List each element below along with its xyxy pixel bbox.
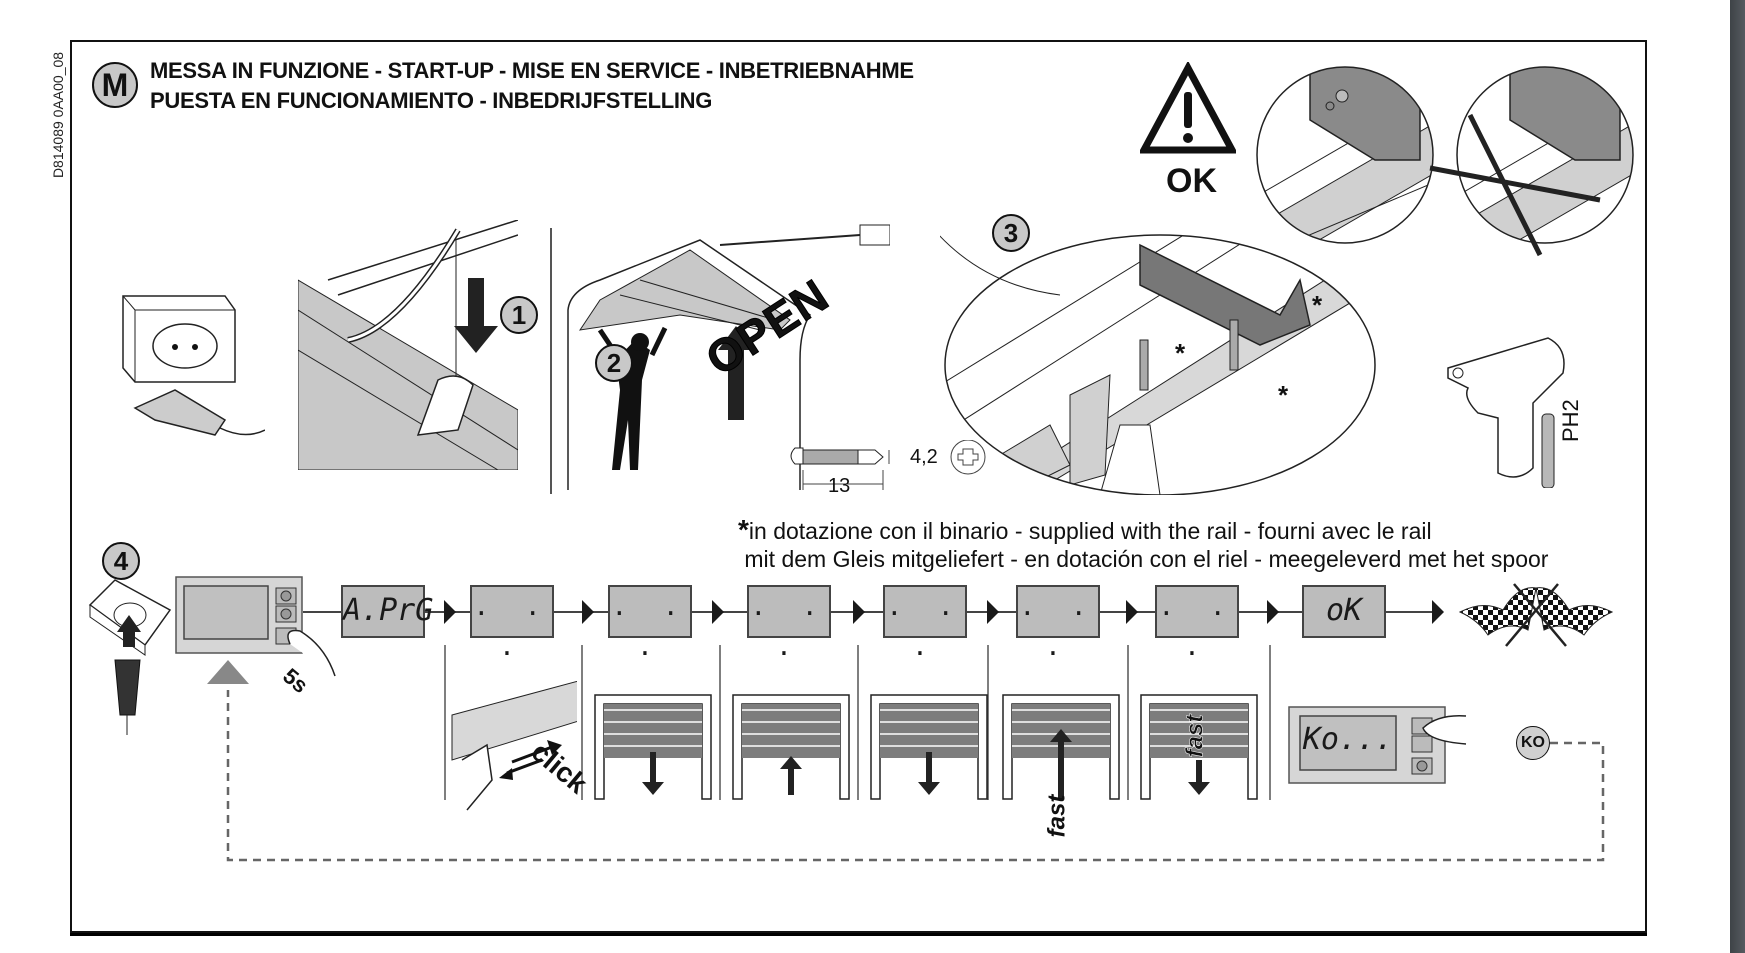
asterisk-marker: * <box>1312 290 1323 320</box>
flow-arrow <box>987 600 999 624</box>
flow-arrow <box>712 600 724 624</box>
person-lifting-door-icon <box>567 224 890 490</box>
display-step: . . . <box>470 585 554 662</box>
step-3-badge: 3 <box>992 214 1030 252</box>
asterisk-marker: * <box>1175 338 1186 368</box>
display-step: . . . <box>1155 585 1239 662</box>
note-line-1: in dotazione con il binario - supplied w… <box>748 518 1432 544</box>
display-step: . . . <box>883 585 967 662</box>
ko-badge: KO <box>1516 726 1550 760</box>
asterisk-note: *in dotazione con il binario - supplied … <box>738 514 1549 573</box>
door-close-icon <box>594 694 712 800</box>
divider <box>550 228 552 494</box>
flow-arrow <box>1126 600 1138 624</box>
control-unit-error-icon <box>1288 706 1467 784</box>
carriage-engage-icon <box>451 680 577 811</box>
return-arrow-icon <box>207 660 249 684</box>
flow-arrow <box>582 600 594 624</box>
display-step: . . . <box>747 585 831 662</box>
fast-label: fast <box>1043 794 1071 838</box>
ok-label: OK <box>1166 162 1217 200</box>
door-open-icon <box>732 694 850 800</box>
asterisk-marker: * <box>1278 380 1289 410</box>
display-ko: Ko... <box>1302 722 1394 757</box>
checkered-flags-icon <box>1458 583 1614 647</box>
section-badge: M <box>92 62 138 108</box>
release-cord-pull-icon <box>298 220 518 470</box>
door-close-fast-icon <box>1140 694 1258 800</box>
step-2-badge: 2 <box>595 344 633 382</box>
cross-out-icon <box>1429 113 1601 257</box>
title-line-2: PUESTA EN FUNCIONAMIENTO - INBEDRIJFSTEL… <box>150 88 713 113</box>
note-line-2: mit dem Gleis mitgeliefert - en dotación… <box>744 546 1549 572</box>
flow-arrow <box>444 600 456 624</box>
display-step: . . . <box>1016 585 1100 662</box>
fast-label: fast <box>1181 714 1209 758</box>
flow-arrow <box>1432 600 1444 624</box>
control-unit-icon <box>175 576 336 677</box>
scrollbar[interactable] <box>1730 0 1745 953</box>
plug-in-power-icon <box>88 579 172 735</box>
display-aprg: A.PrG <box>341 585 433 638</box>
flow-arrow <box>1267 600 1279 624</box>
step-4-badge: 4 <box>102 542 140 580</box>
title-line-1: MESSA IN FUNZIONE - START-UP - MISE EN S… <box>150 58 914 83</box>
screw-diameter: 4,2 <box>910 446 938 468</box>
flow-arrow <box>853 600 865 624</box>
rail-bracket-correct-icon <box>1256 66 1434 244</box>
display-step: . . . <box>608 585 692 662</box>
warning-triangle-icon <box>1140 62 1236 154</box>
step-1-badge: 1 <box>500 296 538 334</box>
screw-length: 13 <box>828 475 851 497</box>
page-frame <box>70 40 1647 933</box>
arrow-down-icon <box>454 278 498 353</box>
unplug-power-icon <box>122 295 265 436</box>
cordless-drill-icon <box>1447 337 1565 488</box>
screw-dimension-icon <box>790 440 986 490</box>
door-close-icon <box>870 694 988 800</box>
screw-bracket-to-rail-icon <box>940 234 1376 495</box>
page-title: MESSA IN FUNZIONE - START-UP - MISE EN S… <box>150 56 914 116</box>
rail-bracket-wrong-icon <box>1456 66 1634 244</box>
door-open-fast-icon <box>1002 694 1120 800</box>
display-ok: oK <box>1302 585 1386 638</box>
